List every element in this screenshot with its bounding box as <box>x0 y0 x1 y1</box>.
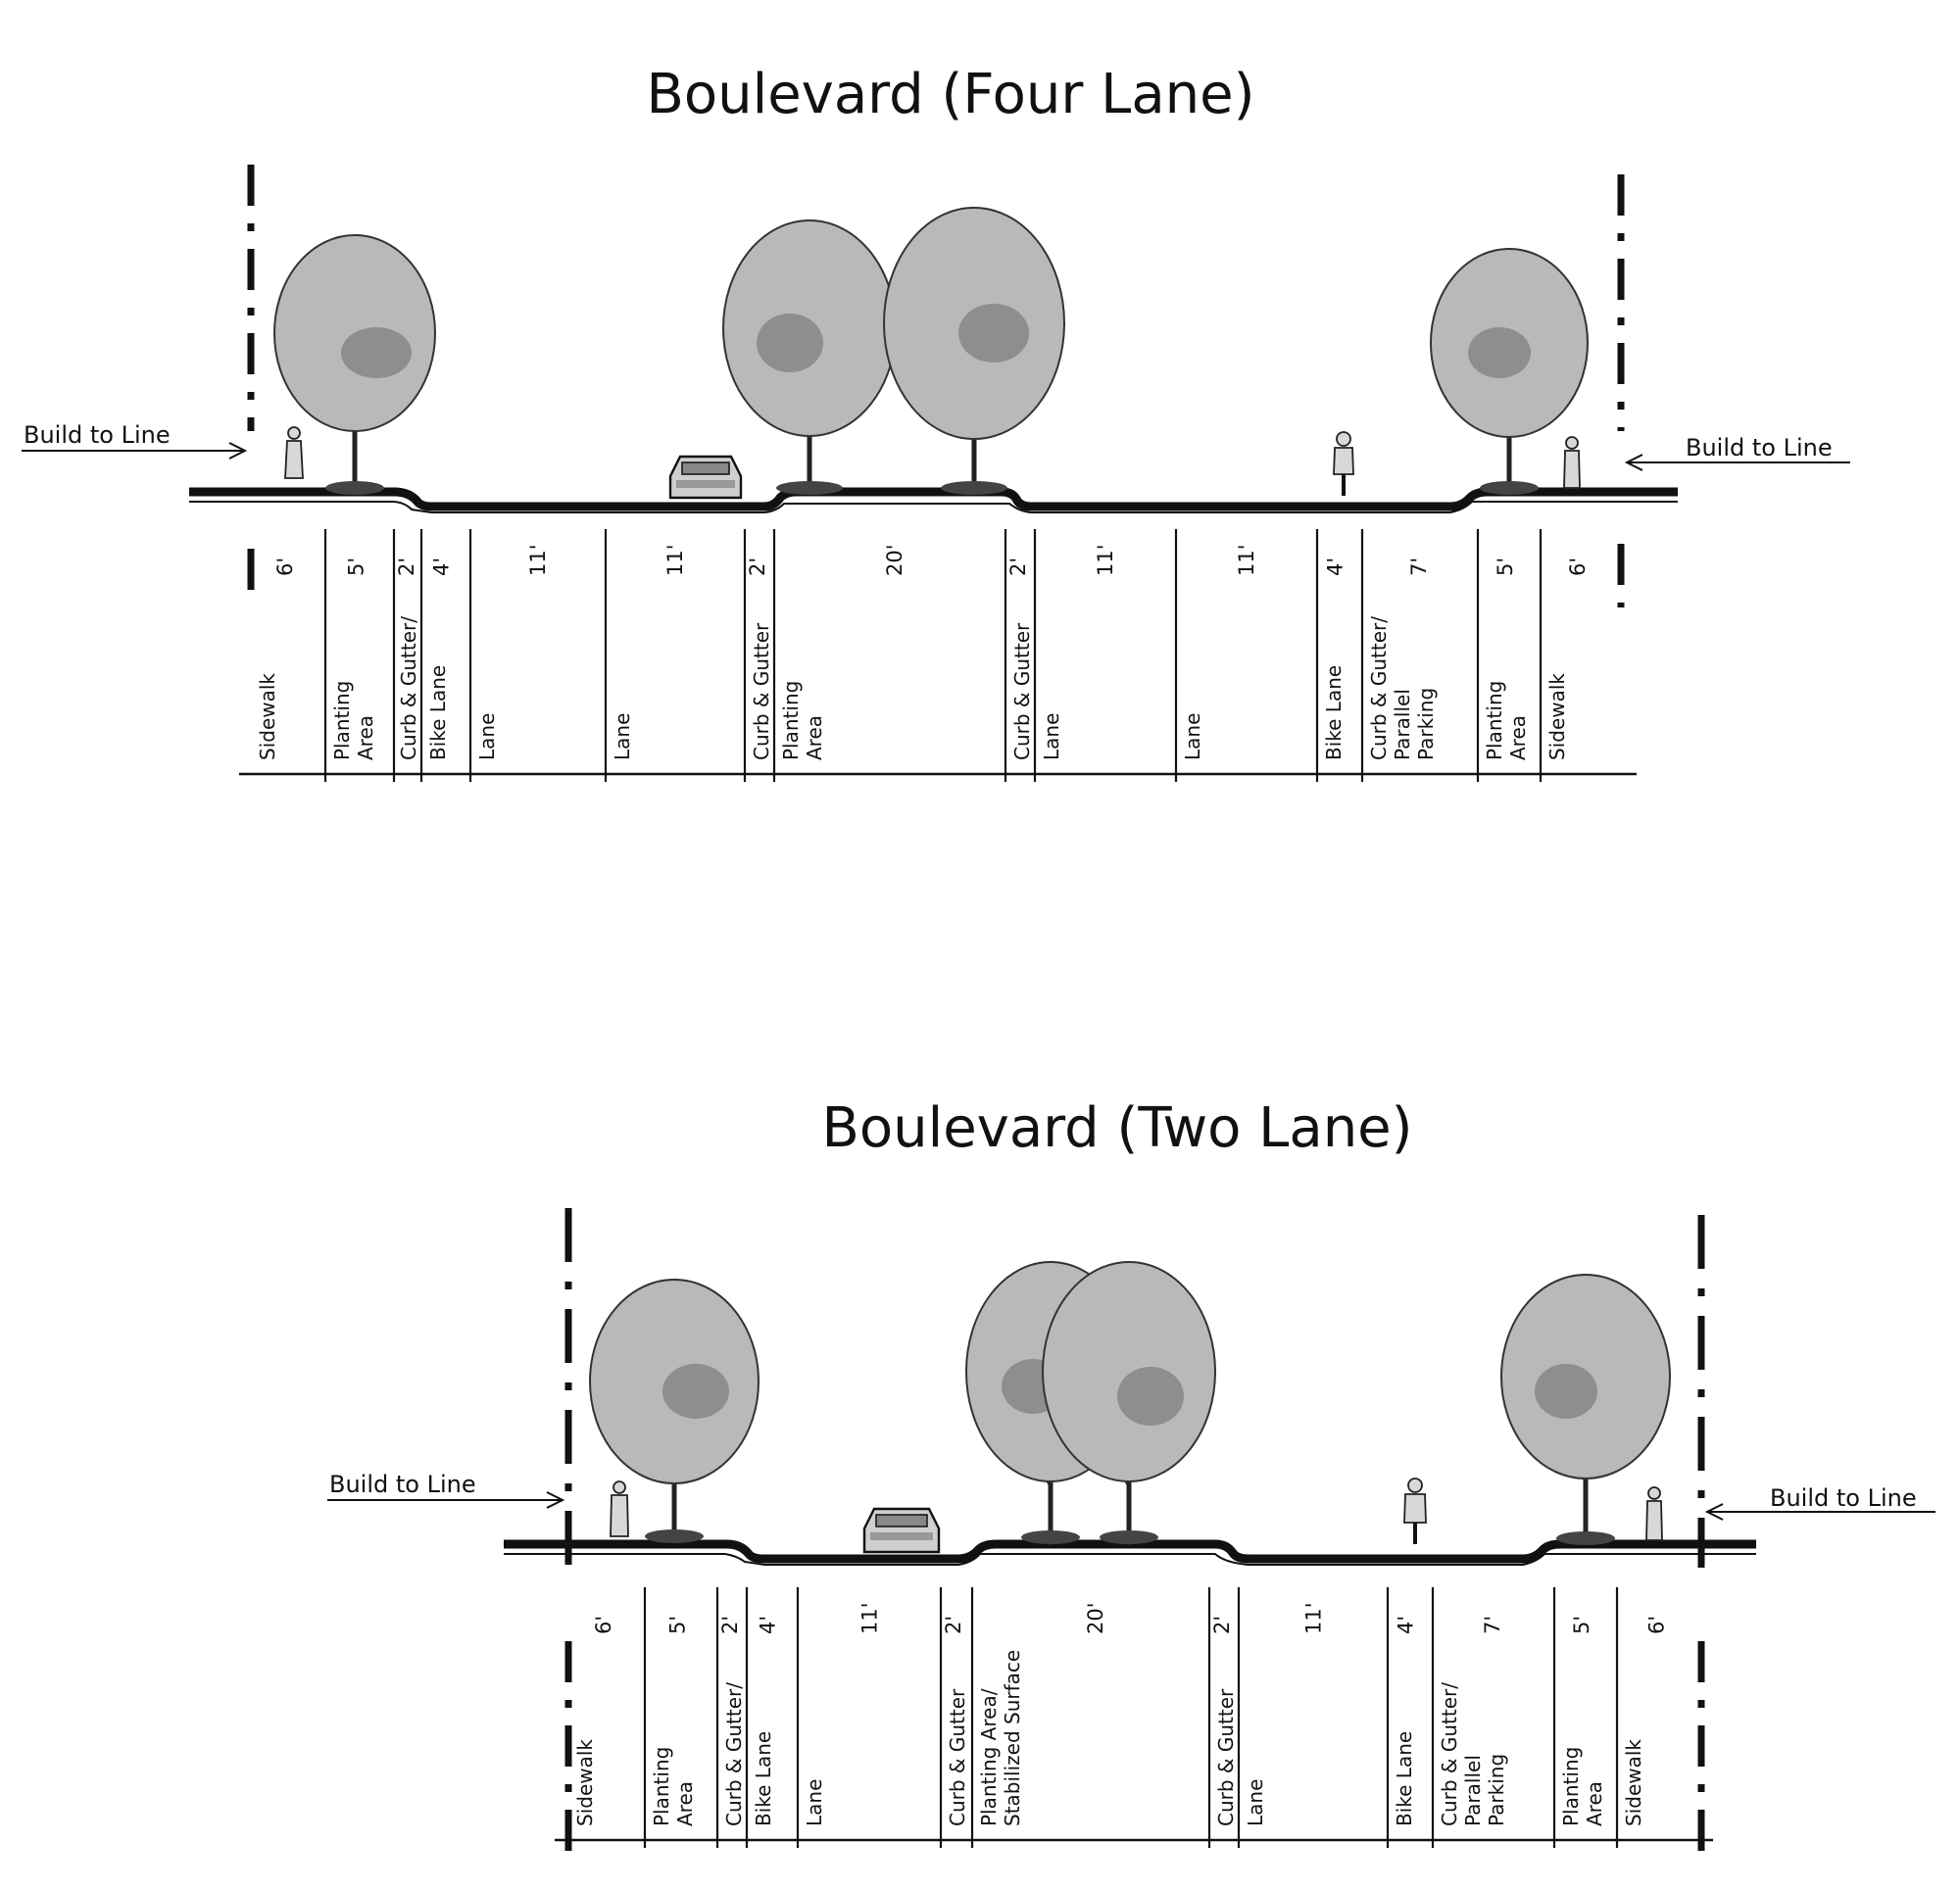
street-ground-profile <box>189 487 1678 511</box>
segment-label: Stabilized Surface <box>1001 1650 1024 1826</box>
segment-label: Parking <box>1485 1754 1508 1826</box>
segment-label: Sidewalk <box>573 1739 597 1826</box>
pedestrian-icon <box>1563 436 1581 489</box>
build-to-line-right-arrow <box>1704 1503 1936 1521</box>
segment-width: 6' <box>592 1616 615 1634</box>
car-icon <box>668 455 743 500</box>
segment-label: Bike Lane <box>1322 665 1346 760</box>
build-to-line-right-label: Build to Line <box>1686 434 1833 461</box>
build-to-line-right-arrow <box>1624 454 1850 471</box>
build-to-line-left-label: Build to Line <box>329 1471 476 1498</box>
segment-label: Lane <box>1181 713 1204 760</box>
segment-label: Sidewalk <box>256 673 279 760</box>
segment-width: 7' <box>1481 1616 1504 1634</box>
segment-width: 4' <box>1394 1616 1417 1634</box>
segment-width: 11' <box>526 545 550 577</box>
segment-label: Bike Lane <box>1393 1731 1416 1826</box>
cyclist-icon <box>1403 1478 1427 1544</box>
segment-label: Curb & Gutter <box>1214 1688 1238 1826</box>
segment-label: Parking <box>1414 688 1438 760</box>
segment-width: 4' <box>1323 558 1347 576</box>
segment-label: Lane <box>1040 713 1063 760</box>
segment-label: Area <box>1583 1781 1606 1826</box>
segment-label: Curb & Gutter/ <box>397 616 420 760</box>
street-ground-profile <box>504 1539 1756 1564</box>
two-lane-section: Boulevard (Two Lane) Build to Line Build… <box>327 1096 1936 1852</box>
build-to-line-left-label: Build to Line <box>24 421 171 449</box>
segment-label: Planting Area/ <box>977 1688 1001 1826</box>
tree-icon <box>883 207 1065 495</box>
four-lane-title: Boulevard (Four Lane) <box>647 63 1255 126</box>
cyclist-icon <box>1333 431 1354 496</box>
pedestrian-icon <box>284 426 304 479</box>
segment-width: 6' <box>273 558 297 576</box>
segment-width: 11' <box>858 1603 881 1635</box>
segment-width: 20' <box>1084 1603 1107 1635</box>
segment-label: Area <box>803 715 826 760</box>
segment-label: Lane <box>475 713 499 760</box>
segment-label: Curb & Gutter <box>946 1688 969 1826</box>
segment-label: Curb & Gutter/ <box>1438 1682 1461 1826</box>
tree-icon <box>1500 1274 1671 1545</box>
segment-width: 4' <box>757 1616 780 1634</box>
segment-width: 5' <box>666 1616 690 1634</box>
car-icon <box>862 1507 941 1554</box>
segment-width: 2' <box>395 558 418 576</box>
segment-width: 5' <box>1494 558 1517 576</box>
segment-label: Area <box>673 1781 697 1826</box>
segment-label: Curb & Gutter/ <box>722 1682 746 1826</box>
segment-label: Bike Lane <box>426 665 450 760</box>
build-to-line-left-arrow <box>327 1491 565 1509</box>
segment-width: 2' <box>1006 558 1030 576</box>
segment-label: Planting <box>1483 681 1506 760</box>
segment-width: 20' <box>883 545 906 577</box>
tree-icon <box>273 234 436 495</box>
segment-width: 11' <box>663 545 687 577</box>
tree-icon <box>1042 1261 1216 1546</box>
build-to-line-left-arrow <box>22 442 248 460</box>
segment-width: 11' <box>1094 545 1117 577</box>
segment-label: Sidewalk <box>1622 1739 1645 1826</box>
segment-width: 7' <box>1407 558 1431 576</box>
tree-icon <box>1430 248 1589 495</box>
pedestrian-icon <box>610 1480 629 1537</box>
segment-label: Planting <box>1559 1747 1583 1826</box>
segment-width: 2' <box>718 1616 742 1634</box>
segment-width: 4' <box>430 558 454 576</box>
segment-width: 6' <box>1644 1616 1668 1634</box>
segment-label: Sidewalk <box>1545 673 1569 760</box>
segment-label: Area <box>1506 715 1530 760</box>
segment-width: 2' <box>942 1616 965 1634</box>
segment-width: 5' <box>345 558 368 576</box>
tree-icon <box>722 219 897 495</box>
segment-label: Lane <box>1244 1779 1267 1826</box>
segment-width: 2' <box>1210 1616 1234 1634</box>
segment-label: Planting <box>779 681 803 760</box>
segment-label: Parallel <box>1391 689 1414 760</box>
pedestrian-icon <box>1645 1486 1663 1541</box>
segment-label: Area <box>354 715 377 760</box>
segment-label: Curb & Gutter <box>750 622 773 760</box>
segment-width: 2' <box>746 558 769 576</box>
segment-label: Lane <box>611 713 634 760</box>
segment-width: 11' <box>1235 545 1258 577</box>
two-lane-title: Boulevard (Two Lane) <box>822 1096 1413 1160</box>
segment-label: Curb & Gutter/ <box>1367 616 1391 760</box>
segment-label: Planting <box>330 681 354 760</box>
segment-label: Lane <box>803 1779 826 1826</box>
build-to-line-right-label: Build to Line <box>1770 1484 1917 1512</box>
segment-label: Planting <box>650 1747 673 1826</box>
segment-width: 11' <box>1302 1603 1326 1635</box>
segment-width: 5' <box>1570 1616 1593 1634</box>
four-lane-section: Boulevard (Four Lane) Build to Line Buil… <box>22 63 1850 782</box>
segment-label: Bike Lane <box>752 1731 775 1826</box>
tree-icon <box>589 1279 760 1543</box>
segment-label: Parallel <box>1461 1755 1485 1826</box>
segment-width: 6' <box>1566 558 1590 576</box>
segment-label: Curb & Gutter <box>1010 622 1034 760</box>
